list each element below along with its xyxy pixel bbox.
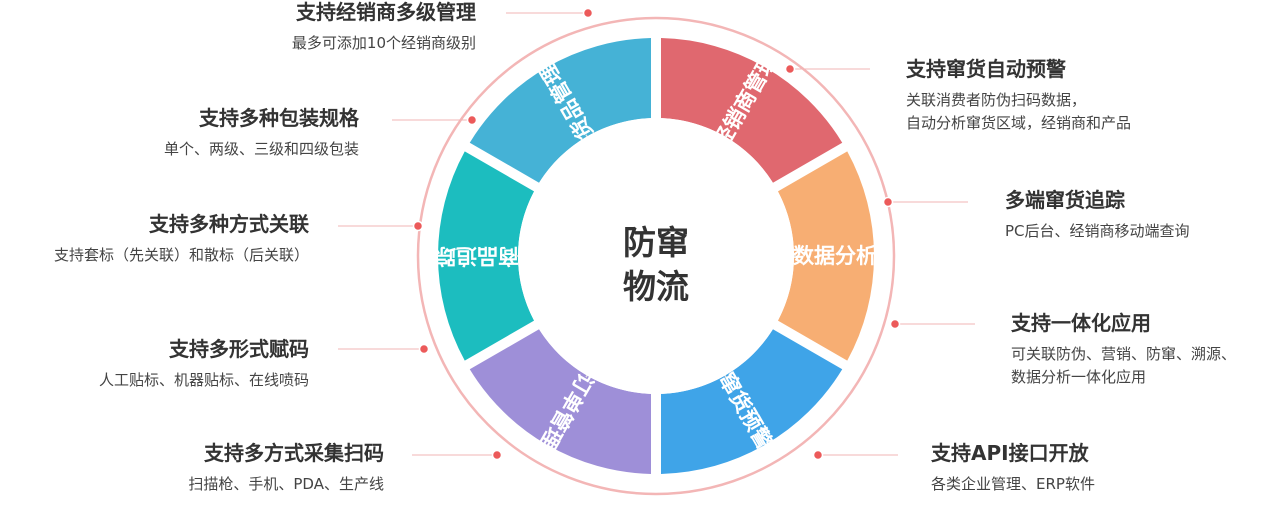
feature-desc: 各类企业管理、ERP软件 [931,475,1095,493]
connector-dot [412,220,424,232]
connector-dot [466,114,478,126]
feature-block: 多端窜货追踪 PC后台、经销商移动端查询 [1005,186,1190,243]
connector-dot [582,7,594,19]
connector-dot [882,196,894,208]
center-circle [518,118,794,394]
wheel-segment [660,329,843,474]
feature-desc-line: 关联消费者防伪扫码数据， [906,91,1087,109]
feature-block: 支持一体化应用 可关联防伪、营销、防窜、溯源、 数据分析一体化应用 [1011,309,1236,389]
wheel-segment [469,329,652,474]
feature-desc: 关联消费者防伪扫码数据， 自动分析窜货区域，经销商和产品 [906,89,1131,135]
feature-block: 支持多种包装规格 单个、两级、三级和四级包装 [164,104,359,161]
connector-dot [784,63,796,75]
feature-title: 支持窜货自动预警 [906,57,1066,81]
feature-title: 支持多种方式关联 [149,212,309,236]
feature-block: 支持多方式采集扫码 扫描枪、手机、PDA、生产线 [188,439,384,496]
outer-ring [416,16,896,496]
wheel-segment [469,38,652,183]
feature-desc: 单个、两级、三级和四级包装 [163,140,359,158]
feature-desc: 最多可添加10个经销商级别 [291,34,476,52]
center-title-line2: 物流 [623,267,689,306]
center-title-line1: 防窜 [623,223,689,262]
feature-title: 支持经销商多级管理 [296,0,476,24]
wheel-segment-label: 数据分析 [793,244,877,268]
feature-block: 支持多种方式关联 支持套标（先关联）和散标（后关联） [54,210,309,267]
connector-dot [889,318,901,330]
feature-desc-line: 可关联防伪、营销、防窜、溯源、 [1011,345,1237,363]
connector-dot [418,343,430,355]
feature-title: 支持一体化应用 [1011,311,1151,335]
feature-block: 支持API接口开放 各类企业管理、ERP软件 [931,439,1095,496]
feature-title: 支持多种包装规格 [199,106,359,130]
feature-title: 多端窜货追踪 [1005,188,1125,212]
connector-dot [491,449,503,461]
feature-title: 支持多方式采集扫码 [204,441,384,465]
feature-title: 支持多形式赋码 [169,337,309,361]
feature-desc: 支持套标（先关联）和散标（后关联） [53,246,309,264]
feature-block: 支持经销商多级管理 最多可添加10个经销商级别 [292,0,476,55]
feature-desc: 可关联防伪、营销、防窜、溯源、 数据分析一体化应用 [1011,343,1236,389]
feature-desc-line: 自动分析窜货区域，经销商和产品 [906,114,1132,132]
wheel-segment [777,151,875,361]
wheel-segment [437,151,535,361]
wheel-segment [660,38,843,183]
feature-desc: 扫描枪、手机、PDA、生产线 [188,475,384,493]
feature-block: 支持窜货自动预警 关联消费者防伪扫码数据， 自动分析窜货区域，经销商和产品 [906,55,1131,135]
feature-block: 支持多形式赋码 人工贴标、机器贴标、在线喷码 [99,335,309,392]
feature-desc: 人工贴标、机器贴标、在线喷码 [98,371,309,389]
connector-dot [812,449,824,461]
wheel-segment-label: 商品追踪 [435,244,519,268]
feature-desc: PC后台、经销商移动端查询 [1005,222,1190,240]
feature-title: 支持API接口开放 [931,441,1089,465]
feature-desc-line: 数据分析一体化应用 [1011,368,1147,386]
